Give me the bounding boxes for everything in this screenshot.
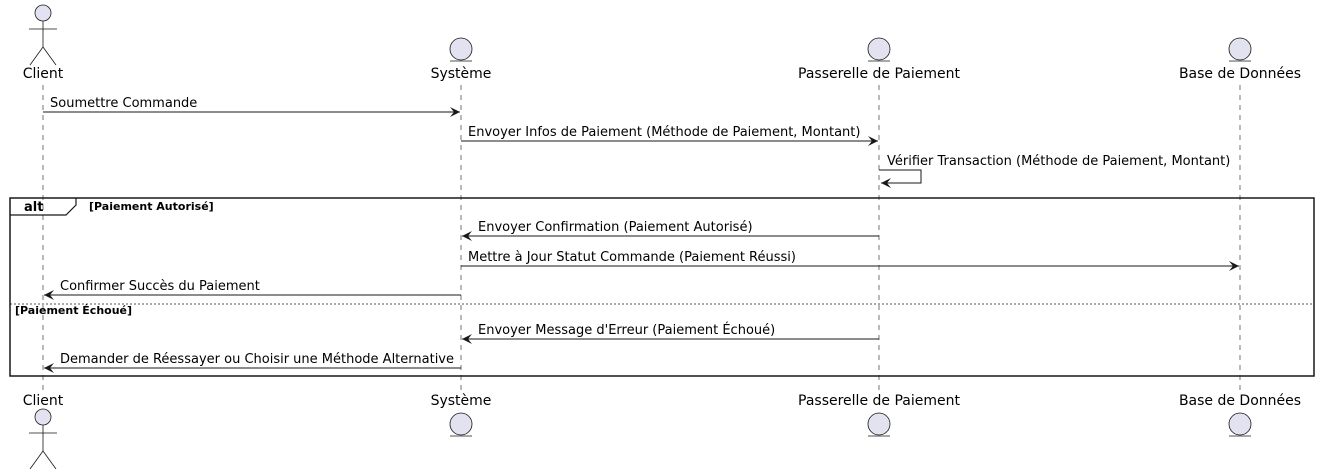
alt-branch-1-message-2-label: Mettre à Jour Statut Commande (Paiement … — [468, 250, 796, 265]
participant-label-top-bdd: Base de Données — [1179, 66, 1301, 82]
alt-guard-1: [Paiement Autorisé] — [89, 200, 214, 213]
alt-frame — [9, 197, 1315, 377]
participant-icon-top-bdd — [1228, 37, 1252, 62]
participant-icon-bottom-client — [29, 408, 57, 470]
participant-label-top-passerelle: Passerelle de Paiement — [798, 66, 960, 82]
alt-tab — [10, 198, 77, 216]
alt-branch-2-message-2-label: Demander de Réessayer ou Choisir une Mét… — [60, 352, 454, 367]
participant-icon-top-client — [29, 4, 57, 66]
participant-icon-bottom-systeme — [449, 412, 473, 437]
participant-label-top-systeme: Système — [431, 66, 492, 82]
message-2-label: Envoyer Infos de Paiement (Méthode de Pa… — [468, 125, 860, 140]
message-3-arrow — [879, 169, 922, 188]
participant-icon-top-systeme — [449, 37, 473, 62]
message-1-label: Soumettre Commande — [50, 96, 197, 111]
participant-label-bottom-bdd: Base de Données — [1179, 393, 1301, 409]
alt-branch-1-message-1-label: Envoyer Confirmation (Paiement Autorisé) — [478, 220, 753, 235]
participant-label-bottom-passerelle: Passerelle de Paiement — [798, 393, 960, 409]
participant-label-bottom-systeme: Système — [431, 393, 492, 409]
alt-branch-2-message-1-label: Envoyer Message d'Erreur (Paiement Échou… — [478, 322, 775, 338]
participant-icon-bottom-bdd — [1228, 412, 1252, 437]
participant-label-top-client: Client — [23, 66, 64, 82]
participant-icon-bottom-passerelle — [867, 412, 891, 437]
alt-branch-1-message-3-label: Confirmer Succès du Paiement — [60, 279, 260, 294]
participant-icon-top-passerelle — [867, 37, 891, 62]
alt-guard-2: [Paiement Échoué] — [15, 304, 132, 317]
alt-keyword: alt — [24, 200, 43, 215]
participant-label-bottom-client: Client — [23, 393, 64, 409]
message-3-label: Vérifier Transaction (Méthode de Paiemen… — [887, 154, 1230, 169]
